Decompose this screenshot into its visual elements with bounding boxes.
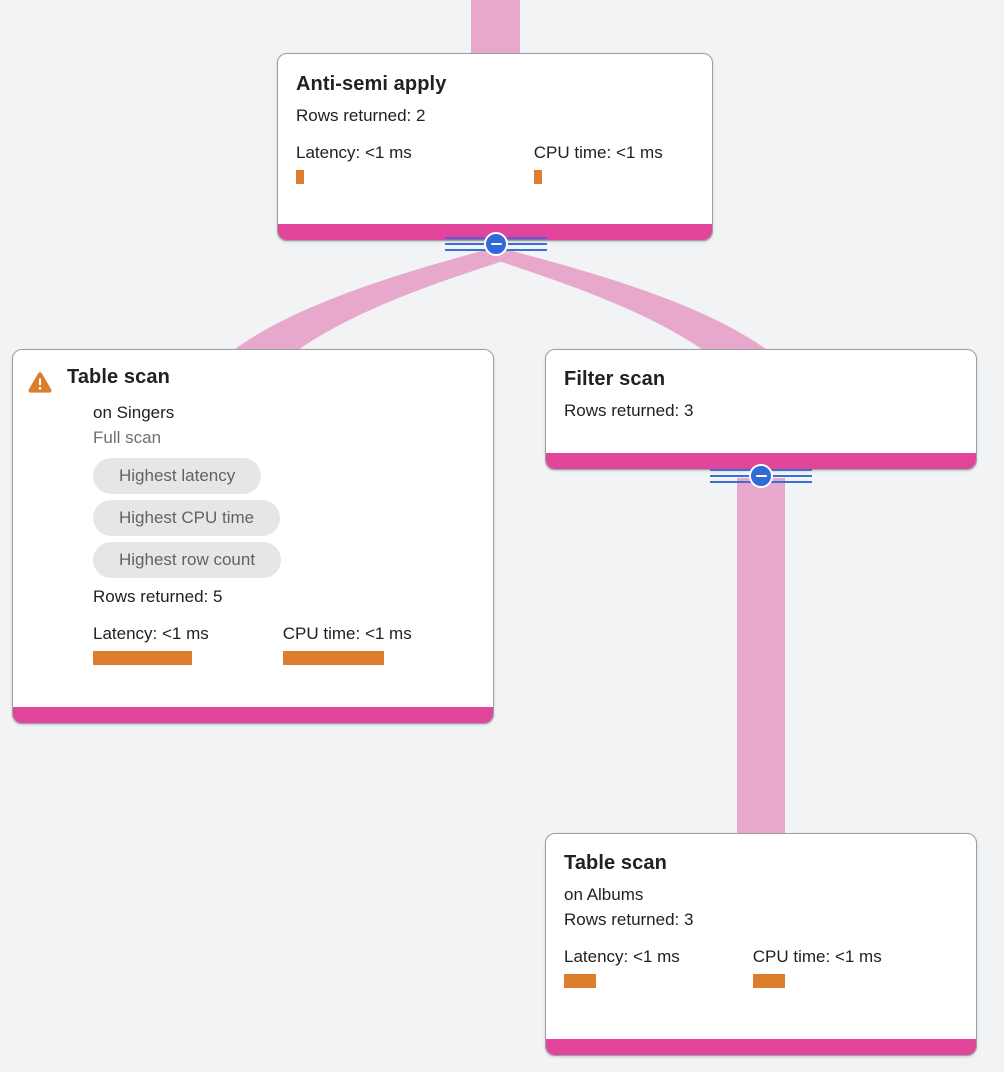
node-scan-type: Full scan: [93, 428, 162, 447]
latency-bar: [296, 170, 304, 184]
node-content: Anti-semi apply Rows returned: 2 Latency…: [278, 54, 712, 192]
edge-parent-to-anti-semi: [471, 0, 520, 56]
warning-triangle-icon: [27, 370, 53, 394]
node-header: Table scan: [27, 364, 475, 394]
node-footer-bar: [546, 453, 976, 469]
latency-metric: Latency: <1 ms: [93, 623, 209, 665]
node-content: Table scan on Albums Rows returned: 3 La…: [546, 834, 976, 996]
plan-node-table-scan-albums[interactable]: Table scan on Albums Rows returned: 3 La…: [545, 833, 977, 1056]
latency-label: Latency: <1 ms: [296, 143, 412, 162]
cpu-time-bar: [752, 974, 785, 988]
latency-bar: [93, 651, 192, 665]
node-header: Anti-semi apply: [296, 71, 694, 97]
node-metrics: Latency: <1 ms CPU time: <1 ms: [93, 623, 475, 665]
latency-bar: [564, 974, 596, 988]
node-header: Filter scan: [564, 366, 958, 392]
insight-chip-list: Highest latency Highest CPU time Highest…: [93, 458, 475, 578]
node-content: Table scan on Singers Full scan Highest …: [13, 350, 493, 673]
rows-returned: Rows returned: 2: [296, 106, 426, 125]
cpu-time-label: CPU time: <1 ms: [282, 624, 412, 643]
node-footer-bar: [13, 707, 493, 723]
latency-label: Latency: <1 ms: [564, 947, 680, 966]
cpu-time-metric: CPU time: <1 ms: [752, 946, 882, 988]
cpu-time-metric: CPU time: <1 ms: [282, 623, 412, 665]
plan-node-anti-semi-apply[interactable]: Anti-semi apply Rows returned: 2 Latency…: [277, 53, 713, 241]
collapse-toggle-anti-semi-apply[interactable]: [445, 231, 547, 257]
node-metrics: Latency: <1 ms CPU time: <1 ms: [296, 142, 694, 184]
insight-chip-highest-row-count[interactable]: Highest row count: [93, 542, 282, 578]
edge-anti-semi-to-filter: [490, 247, 770, 352]
node-title: Filter scan: [564, 368, 666, 390]
latency-label: Latency: <1 ms: [93, 624, 209, 643]
latency-metric: Latency: <1 ms: [564, 946, 680, 988]
cpu-time-label: CPU time: <1 ms: [752, 947, 882, 966]
node-footer-bar: [546, 1039, 976, 1055]
node-subtitle: on Singers: [93, 403, 175, 422]
node-header: Table scan: [564, 850, 958, 876]
collapse-toggle-filter-scan[interactable]: [710, 463, 812, 489]
cpu-time-bar: [282, 651, 384, 665]
latency-metric: Latency: <1 ms: [296, 142, 412, 184]
cpu-time-label: CPU time: <1 ms: [533, 143, 663, 162]
node-subtitle: on Albums: [564, 885, 644, 904]
plan-node-filter-scan[interactable]: Filter scan Rows returned: 3: [545, 349, 977, 470]
rows-returned: Rows returned: 3: [564, 401, 694, 420]
insight-chip-highest-cpu-time[interactable]: Highest CPU time: [93, 500, 281, 536]
edge-anti-semi-to-singers: [231, 247, 512, 352]
node-title: Table scan: [564, 852, 667, 874]
node-metrics: Latency: <1 ms CPU time: <1 ms: [564, 946, 958, 988]
cpu-time-metric: CPU time: <1 ms: [533, 142, 663, 184]
node-content: Filter scan Rows returned: 3: [546, 350, 976, 431]
cpu-time-bar: [533, 170, 542, 184]
plan-node-table-scan-singers[interactable]: Table scan on Singers Full scan Highest …: [12, 349, 494, 724]
edge-filter-to-albums: [737, 478, 785, 836]
minus-circle-icon[interactable]: [749, 464, 773, 488]
rows-returned: Rows returned: 5: [93, 587, 223, 606]
minus-circle-icon[interactable]: [484, 232, 508, 256]
rows-returned: Rows returned: 3: [564, 910, 694, 929]
node-title: Table scan: [67, 366, 170, 388]
node-title: Anti-semi apply: [296, 73, 447, 95]
insight-chip-highest-latency[interactable]: Highest latency: [93, 458, 262, 494]
